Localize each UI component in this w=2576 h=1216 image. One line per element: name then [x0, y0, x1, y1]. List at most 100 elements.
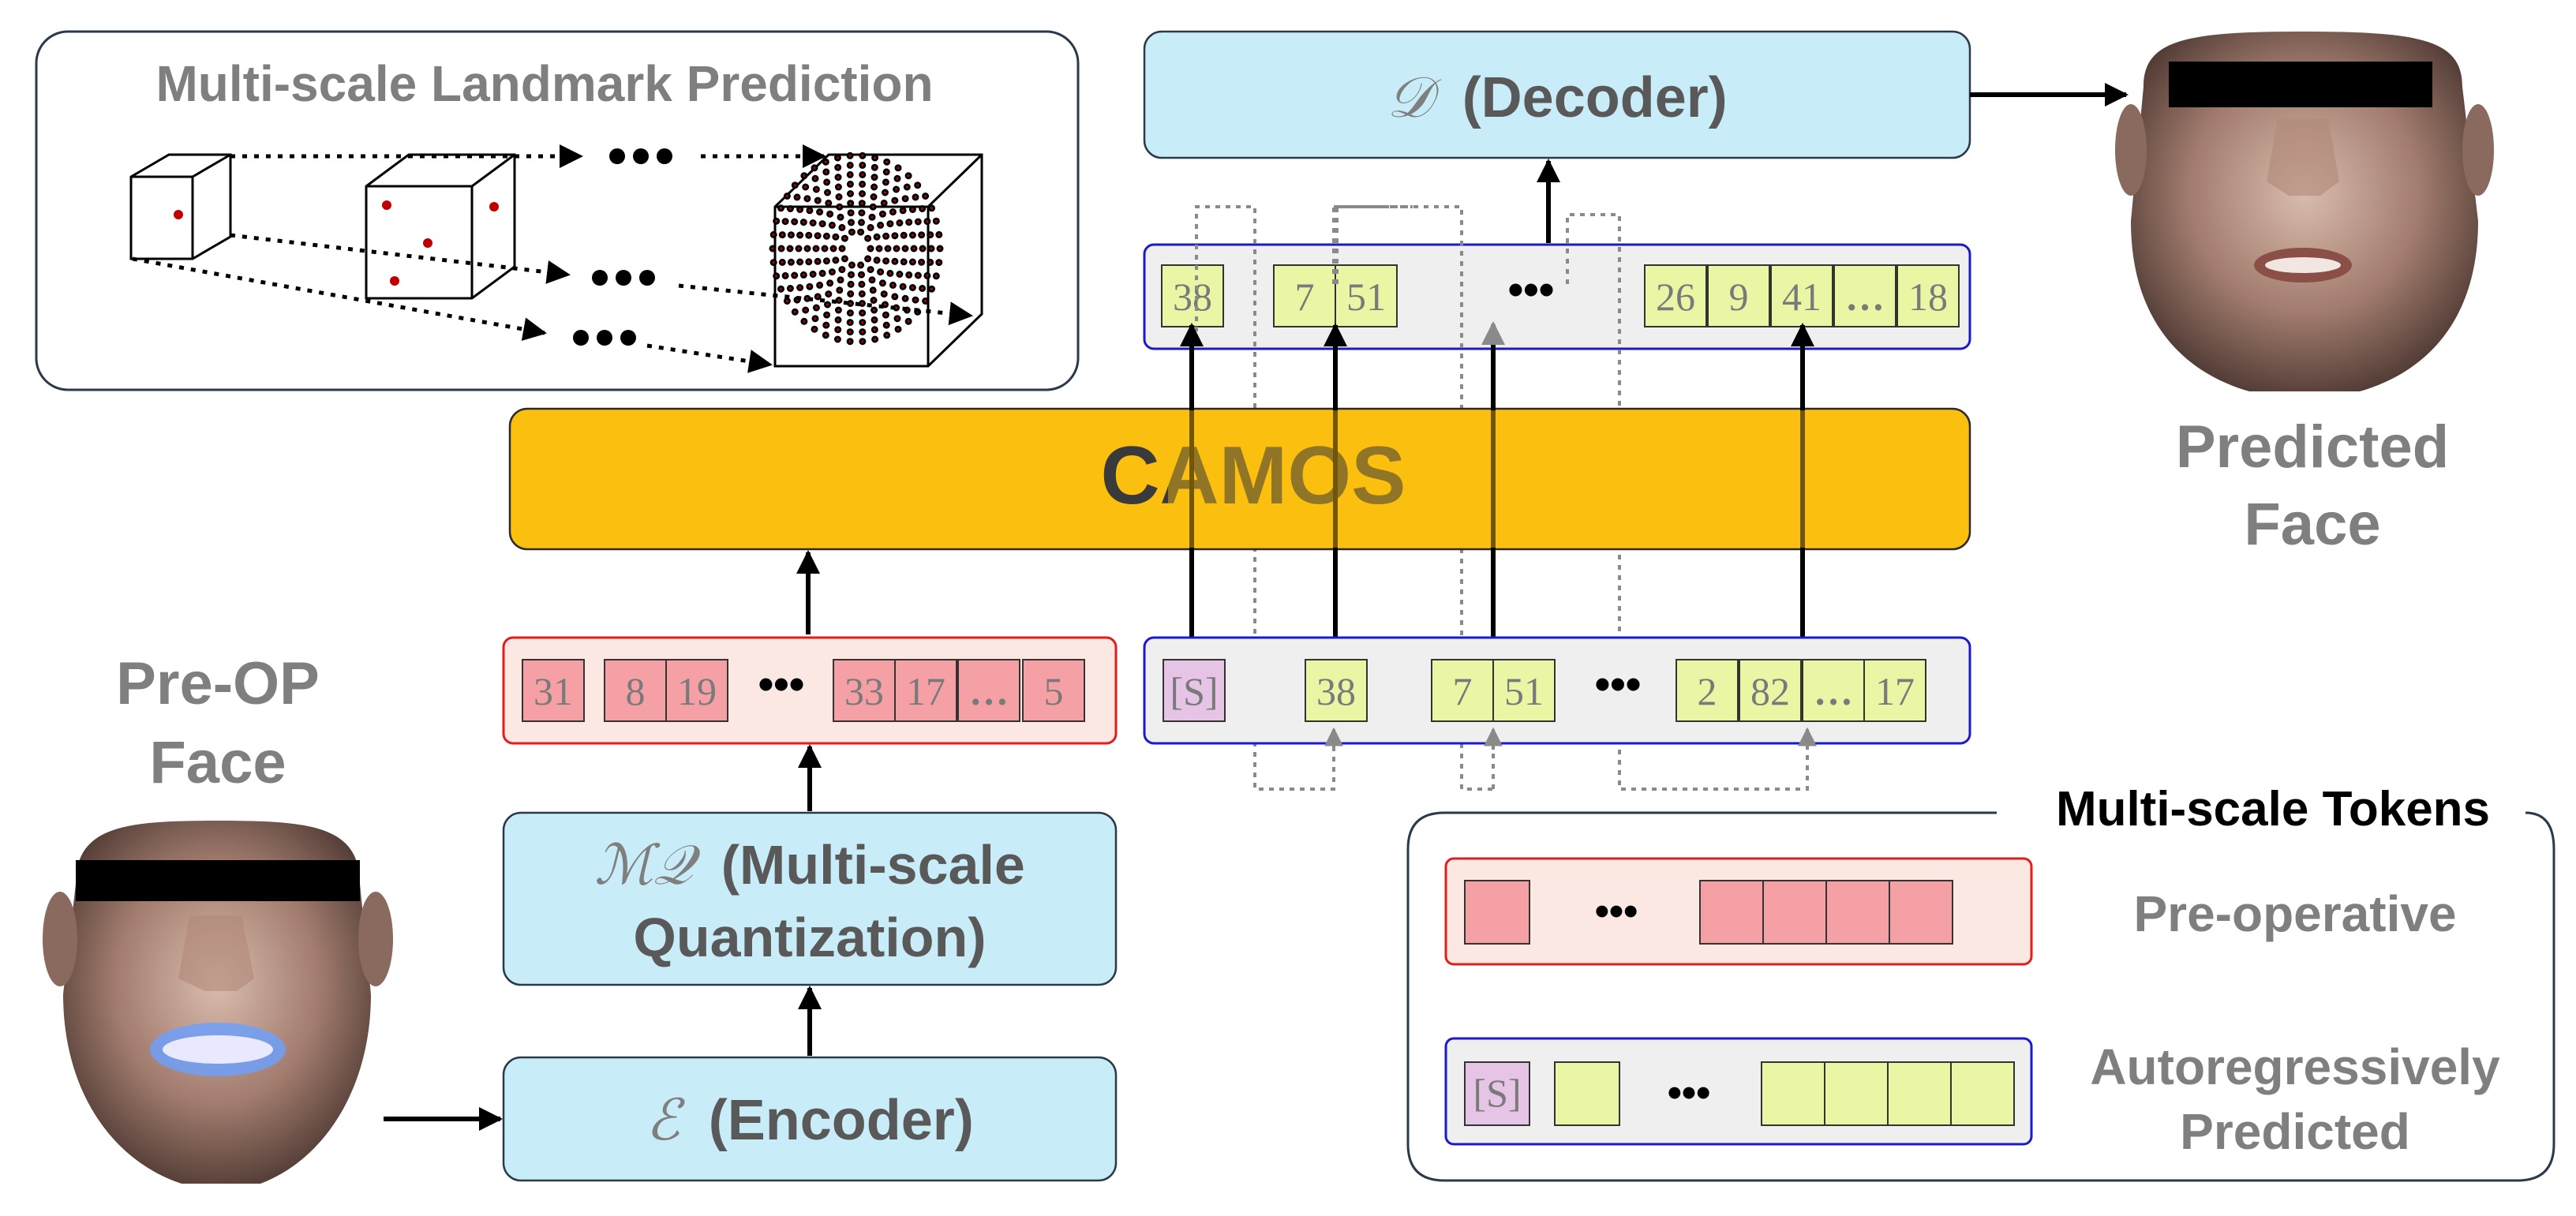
pre-op-face-line2: Face	[149, 729, 286, 796]
landmark-dot	[880, 199, 888, 207]
landmark-dot	[825, 199, 833, 207]
legend-pre-operative-label: Pre-operative	[2133, 885, 2456, 942]
pre-op-token-value: 8	[626, 669, 646, 713]
pre-op-token-value: 31	[534, 669, 573, 713]
landmark-dot	[805, 231, 813, 239]
landmark-connectors	[132, 144, 973, 373]
feedback-arrowheads	[1324, 727, 1817, 750]
landmark-dot	[822, 168, 830, 176]
landmark-dot	[787, 231, 795, 239]
quantization-label-line2: Quantization)	[633, 907, 986, 968]
landmark-dot	[859, 309, 867, 317]
pre-op-token-value: …	[969, 669, 1009, 713]
landmark-dot	[847, 190, 854, 197]
landmark-dot	[859, 170, 867, 178]
landmark-dot	[873, 256, 881, 264]
landmark-dot	[871, 316, 878, 324]
predicted-face-line1: Predicted	[2176, 413, 2449, 481]
landmark-dot	[803, 245, 811, 253]
pre-op-token-cell	[957, 659, 1020, 722]
landmark-dot	[864, 255, 872, 263]
landmark-dot	[822, 232, 830, 240]
landmark-dot	[812, 304, 820, 312]
landmark-dot	[875, 245, 883, 253]
landmark-dot	[847, 280, 855, 288]
landmark-dot	[847, 300, 854, 307]
face-landmark-dots	[769, 152, 944, 346]
decoder-symbol: 𝒟	[1387, 64, 1442, 130]
landmark-dot	[891, 257, 899, 265]
landmark-dot	[886, 269, 894, 277]
landmark-dot	[899, 282, 907, 290]
input-token-cell	[1739, 659, 1802, 722]
legend-predicted-swatch: [S] •••	[1444, 1037, 2033, 1146]
landmark-dot	[806, 282, 814, 290]
landmark-dot	[927, 231, 934, 239]
landmark-dot	[846, 338, 854, 346]
landmark-dot	[791, 308, 799, 316]
output-token-cell	[1707, 264, 1770, 327]
landmark-dot	[811, 315, 819, 323]
landmark-dot	[803, 195, 811, 203]
landmark-dot	[912, 296, 919, 304]
landmark-dot	[814, 293, 822, 301]
landmark-dot	[811, 164, 818, 172]
landmark-dot	[832, 233, 840, 241]
landmark-dot	[791, 218, 799, 226]
landmark-dot	[846, 170, 854, 178]
landmark-dot	[859, 319, 867, 327]
landmark-dot	[867, 223, 874, 231]
landmark-dot	[901, 245, 909, 253]
svg-text:ℳ𝒬 (Multi-scale: ℳ𝒬 (Multi-scale	[594, 832, 1025, 897]
landmark-dot	[904, 172, 912, 180]
landmark-dot	[809, 271, 817, 278]
pre-op-token-cell	[604, 659, 667, 722]
camos-label: CAMOS	[1100, 430, 1406, 522]
input-token-value: 7	[1453, 669, 1473, 713]
landmark-dot	[783, 297, 791, 305]
landmark-dot	[848, 228, 856, 236]
landmark-dot	[904, 317, 912, 325]
landmark-dot	[838, 266, 846, 274]
landmark-dot	[869, 203, 877, 211]
landmark-dot	[905, 219, 913, 226]
landmark-dot	[923, 271, 931, 279]
output-token-cell	[1833, 264, 1896, 327]
landmark-dot	[893, 174, 901, 182]
landmark-dot	[880, 290, 888, 298]
encoder-block: ℰ (Encoder)	[502, 1056, 1118, 1182]
landmark-dot	[878, 210, 886, 218]
pre-op-face-image	[43, 821, 393, 1184]
landmark-dot	[833, 335, 841, 343]
landmark-dot	[858, 200, 866, 208]
input-token-cell	[1802, 659, 1865, 722]
landmark-dot	[834, 163, 842, 171]
pre-op-token-value: 19	[677, 669, 717, 713]
landmark-dot	[884, 245, 892, 253]
landmark-dot	[919, 245, 927, 253]
landmark-dot	[873, 233, 881, 241]
landmark-dot	[822, 257, 830, 265]
landmark-dot	[783, 193, 791, 200]
quantization-symbol: ℳ𝒬	[594, 832, 701, 897]
landmark-dot	[816, 208, 824, 216]
camos-block: CAMOS	[508, 407, 1971, 551]
landmark-dot	[935, 259, 943, 267]
landmark-dot	[841, 234, 848, 242]
output-token-value: 7	[1295, 275, 1315, 319]
landmark-panel: Multi-scale Landmark Prediction	[35, 30, 1080, 391]
landmark-dot	[800, 172, 808, 180]
landmark-dot	[857, 261, 865, 269]
encoder-symbol: ℰ	[646, 1087, 685, 1153]
landmark-dot	[882, 321, 890, 329]
landmark-dot	[824, 301, 831, 309]
landmark-dot	[836, 203, 844, 211]
pre-op-token-value: 17	[906, 669, 945, 713]
output-token-value: …	[1845, 275, 1885, 319]
landmark-dot	[932, 217, 940, 225]
landmark-dot	[846, 161, 854, 169]
landmark-dot	[796, 284, 804, 291]
landmark-dot	[777, 245, 785, 253]
pre-op-token-cell	[522, 659, 585, 722]
